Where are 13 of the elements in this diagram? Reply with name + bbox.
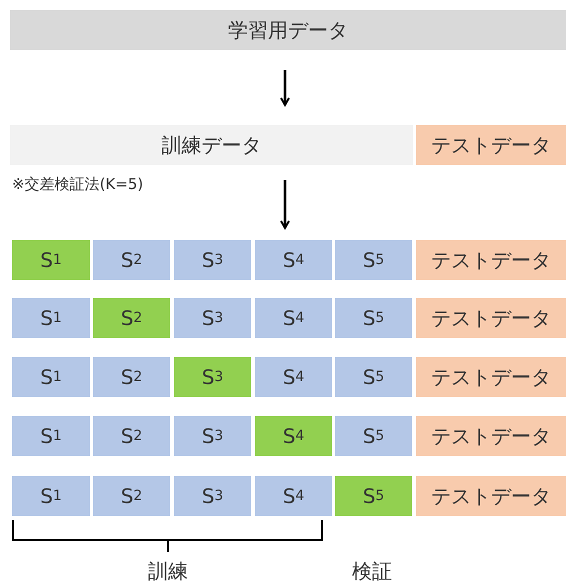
note-text: ※交差検証法(K=5) <box>12 175 144 194</box>
arrow <box>280 180 290 229</box>
data-bar: 訓練データ <box>10 125 413 165</box>
group-label: 訓練 <box>148 558 188 584</box>
data-bar: テストデータ <box>416 357 566 397</box>
data-bar: テストデータ <box>416 240 566 280</box>
group-label: 検証 <box>352 558 392 584</box>
data-bar: テストデータ <box>416 476 566 516</box>
header-bar: 学習用データ <box>10 10 566 50</box>
data-bar: テストデータ <box>416 298 566 338</box>
arrow <box>280 70 290 106</box>
data-bar: テストデータ <box>416 125 566 165</box>
data-bar: テストデータ <box>416 416 566 456</box>
